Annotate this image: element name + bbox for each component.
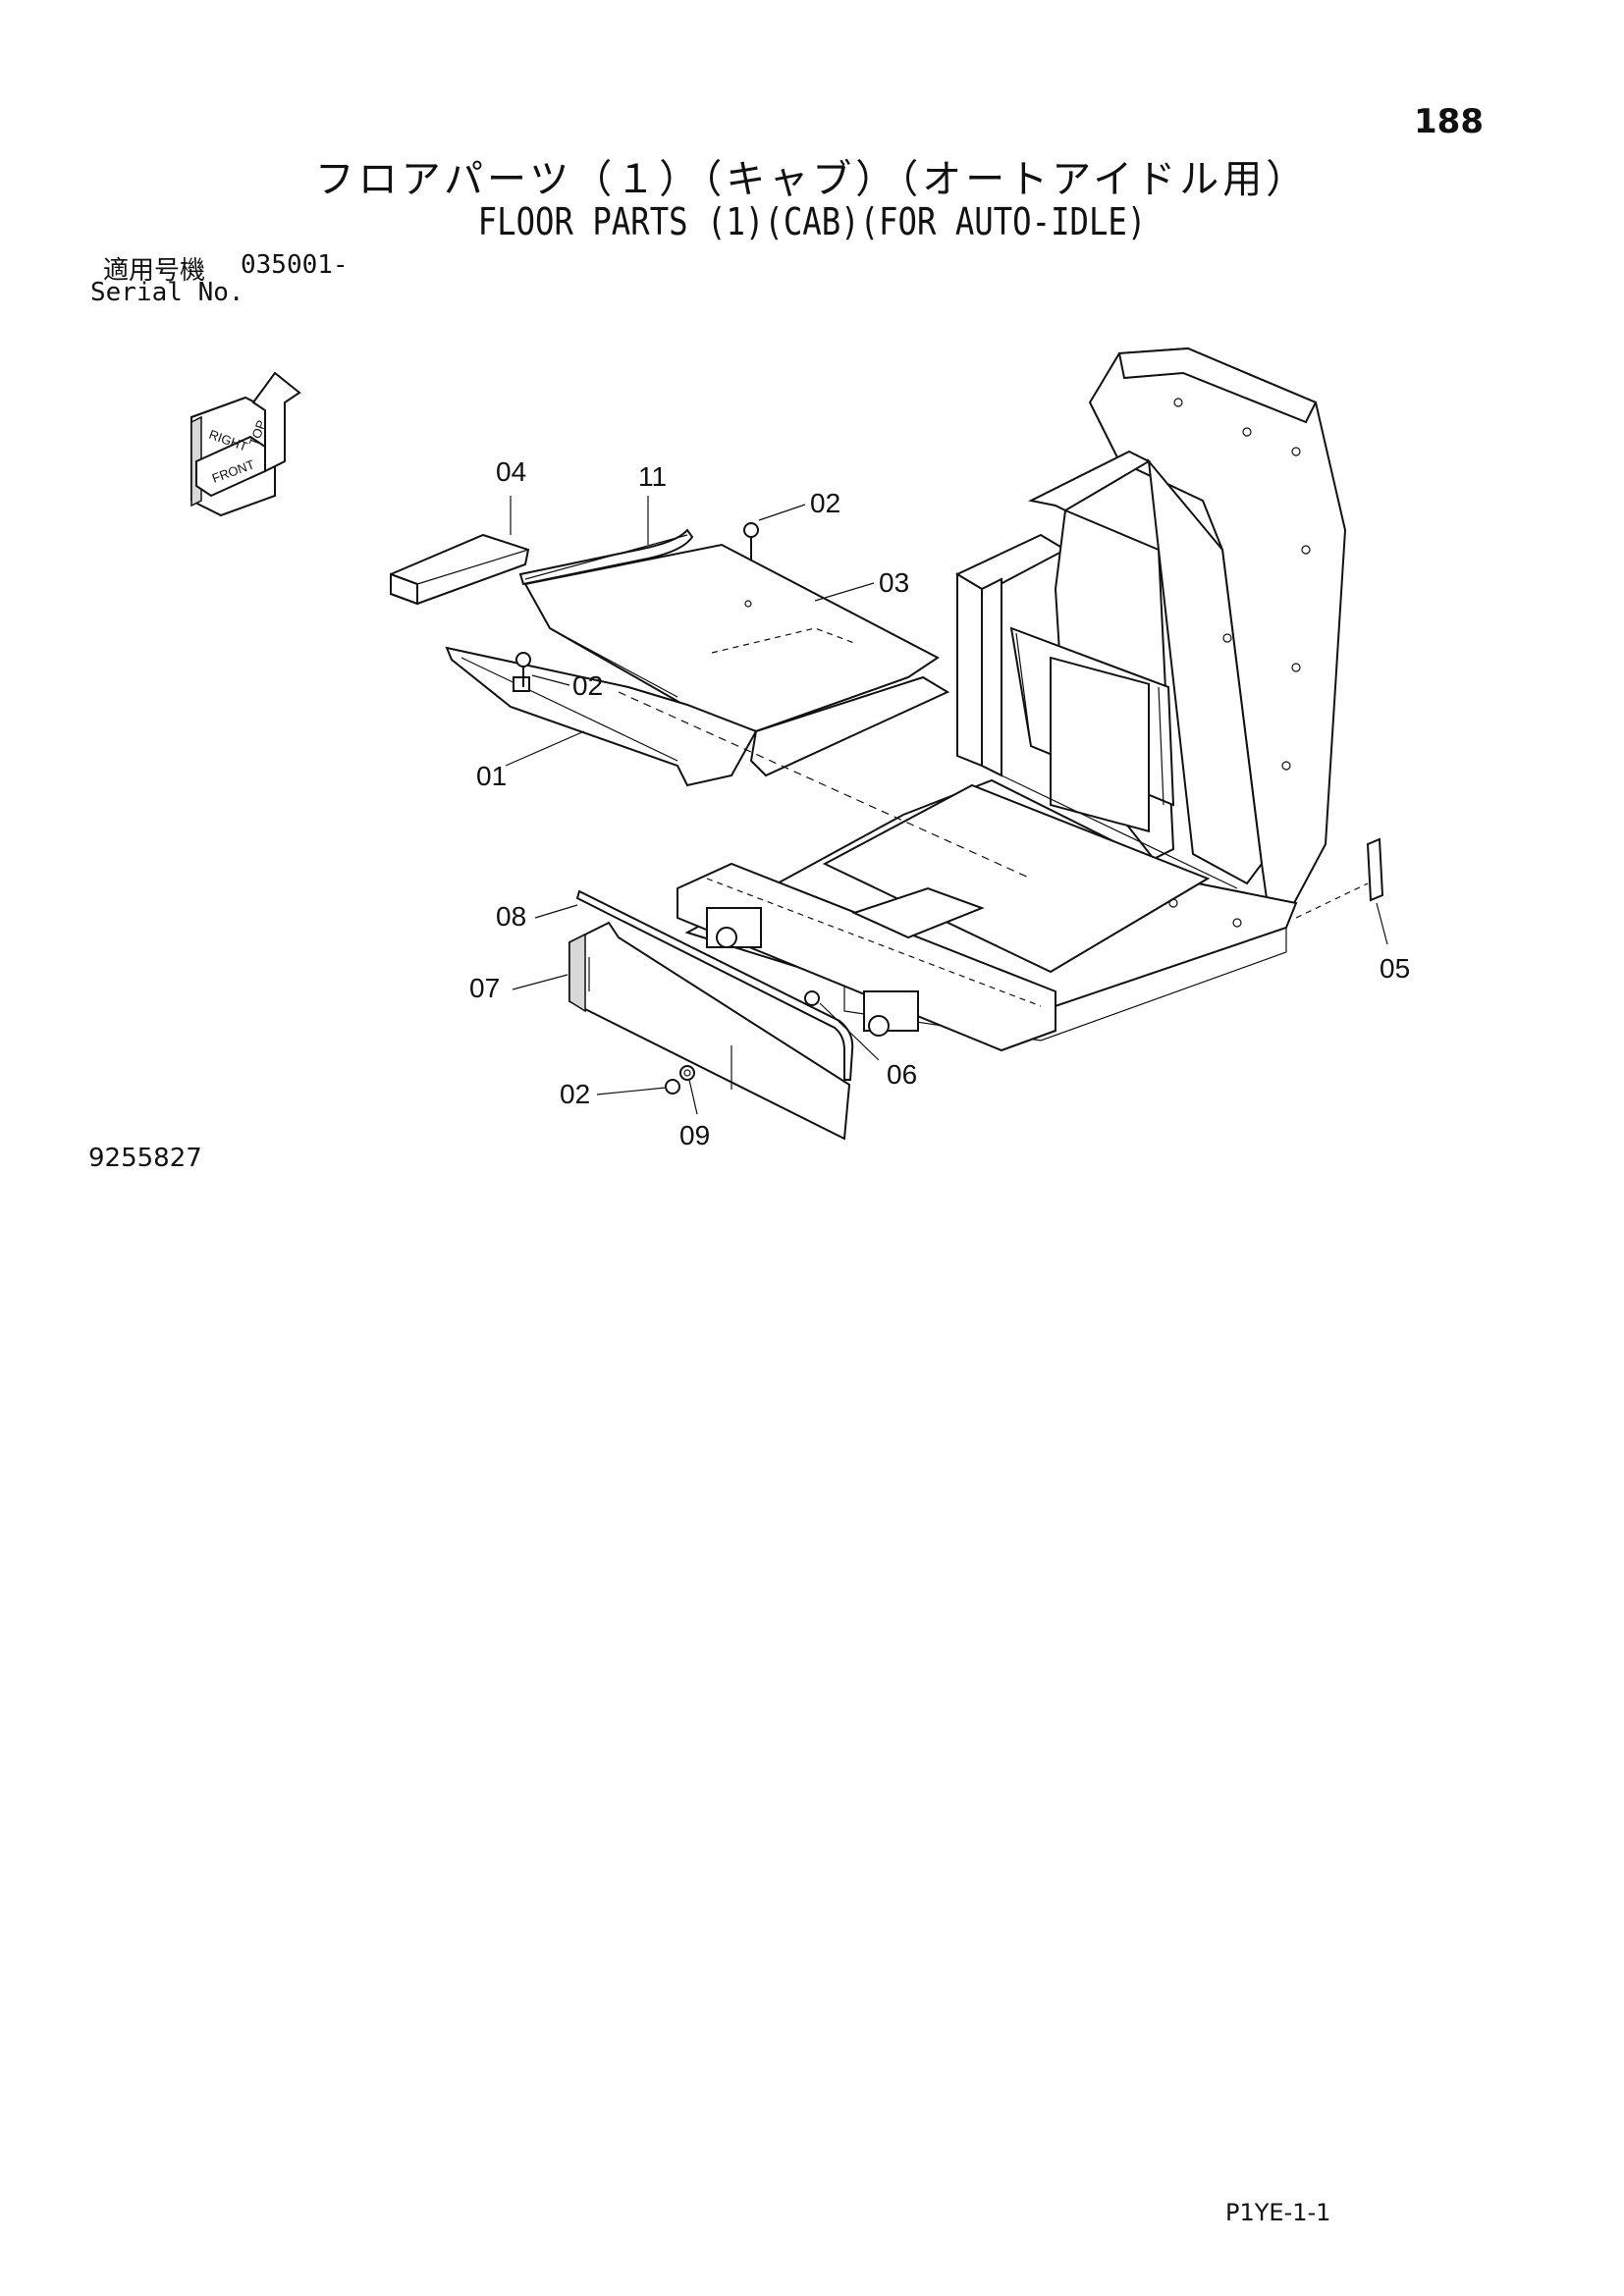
orientation-indicator: TOP RIGHT FRONT	[190, 371, 301, 517]
washer-09	[679, 1065, 695, 1081]
serial-label-english: Serial No.	[90, 278, 244, 307]
leader-lines	[505, 496, 1388, 1115]
page-code: P1YE-1-1	[1225, 2199, 1331, 2226]
callout-05: 05	[1380, 953, 1410, 984]
callout-02-bottom: 02	[560, 1079, 590, 1109]
side-mat-strip	[749, 675, 950, 777]
serial-label-japanese: 適用号機	[103, 256, 206, 286]
page-title-japanese: フロアパーツ（１）（キャブ）（オートアイドル用）	[314, 157, 1310, 202]
callout-02-top: 02	[810, 488, 840, 518]
drawing-number: 9255827	[88, 1144, 202, 1173]
callout-02-mid: 02	[572, 670, 603, 701]
screw-02-top	[743, 522, 759, 560]
part-03-mat	[523, 543, 940, 733]
part-05-pad	[1295, 837, 1384, 919]
callout-07: 07	[469, 973, 500, 1003]
callout-11: 11	[638, 461, 667, 492]
screw-02-mid	[515, 652, 531, 687]
page-number: 188	[1414, 102, 1484, 141]
screw-02-bottom	[665, 1079, 680, 1095]
serial-code: 035001-	[241, 250, 349, 280]
part-04-block	[390, 533, 530, 606]
callout-09: 09	[679, 1120, 710, 1150]
page-title-english: FLOOR PARTS (1)(CAB)(FOR AUTO-IDLE)	[477, 200, 1147, 243]
callout-06: 06	[887, 1059, 917, 1090]
callout-03: 03	[879, 567, 909, 598]
cab-frame	[618, 347, 1347, 1052]
parts-diagram: TOP RIGHT FRONT	[190, 347, 1410, 1150]
callout-04: 04	[496, 456, 526, 487]
callout-01: 01	[476, 761, 507, 791]
nut-06	[804, 990, 820, 1006]
part-11-seal	[518, 528, 694, 586]
callout-08: 08	[496, 901, 526, 932]
part-07-cover	[568, 921, 851, 1141]
